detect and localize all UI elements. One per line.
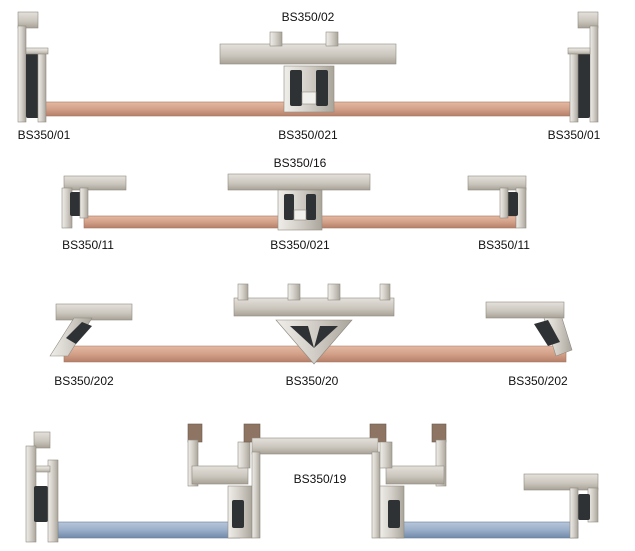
row2-left-label: BS350/11 — [62, 238, 114, 252]
row2-right-label: BS350/11 — [478, 238, 530, 252]
row4-right-mullion — [379, 423, 447, 539]
row3-left-label: BS350/202 — [54, 374, 114, 388]
row4-left-glazing-panel — [57, 521, 241, 539]
row1-right-profile — [567, 11, 599, 123]
row3-center-mullion — [275, 319, 353, 365]
row1-right-label: BS350/01 — [547, 128, 601, 142]
row2-assembly — [61, 173, 527, 231]
row4-assembly — [25, 423, 599, 543]
row2-right-profile — [467, 175, 527, 229]
row4-right-profile — [523, 473, 599, 539]
row3-center-label: BS350/20 — [285, 374, 339, 388]
row1-left-profile — [17, 11, 49, 123]
row1-center-mullion — [283, 65, 335, 113]
row2-center-mullion — [277, 189, 323, 231]
row1-left-label: BS350/01 — [17, 128, 71, 142]
row2-top-label: BS350/16 — [273, 156, 327, 170]
row3-assembly — [49, 283, 573, 365]
row2-left-profile — [61, 175, 127, 229]
row3-right-profile — [485, 301, 573, 357]
row4-left-profile — [25, 431, 59, 543]
row4-left-mullion — [187, 423, 253, 539]
row1-center-cap — [219, 31, 397, 65]
row1-assembly — [17, 11, 599, 123]
row4-right-glazing-panel — [395, 521, 579, 539]
row4-center-label: BS350/19 — [293, 472, 347, 486]
row1-top-label: BS350/02 — [281, 10, 335, 24]
row1-center-label: BS350/021 — [278, 128, 338, 142]
row3-center-cap — [233, 283, 395, 317]
row4-center-cap — [243, 423, 387, 539]
row3-left-profile — [49, 303, 133, 357]
row2-center-cap — [227, 173, 371, 191]
row2-center-label: BS350/021 — [270, 238, 330, 252]
row3-right-label: BS350/202 — [508, 374, 568, 388]
